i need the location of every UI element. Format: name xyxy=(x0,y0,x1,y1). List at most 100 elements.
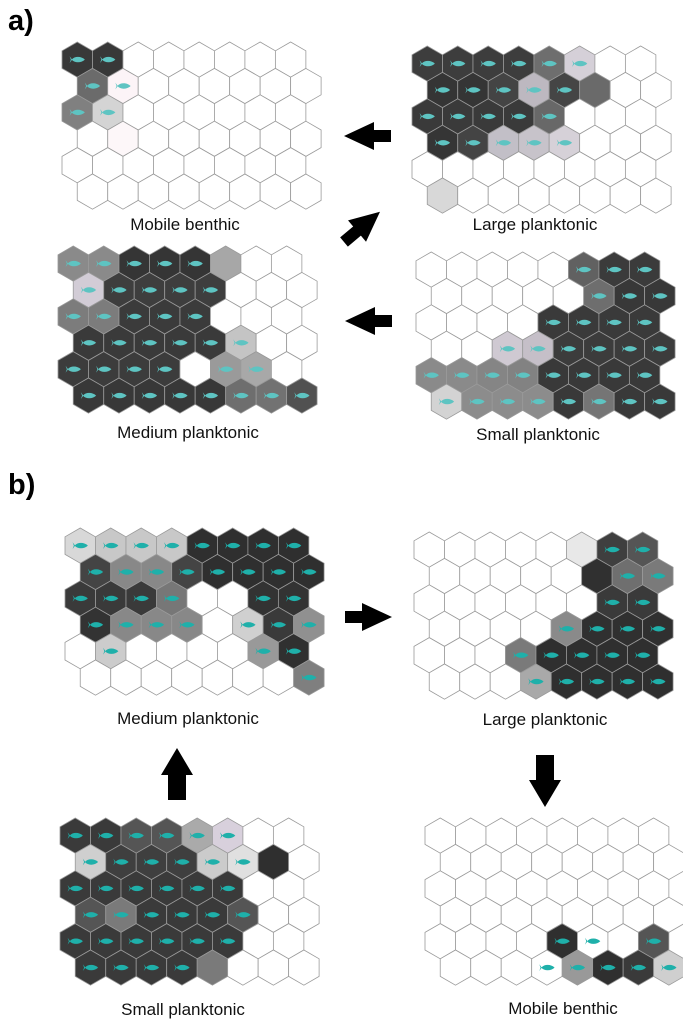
left-arrow-icon xyxy=(345,307,392,335)
fish-icon xyxy=(72,542,88,549)
fish-icon xyxy=(526,139,542,147)
fish-icon xyxy=(202,392,219,399)
fish-icon xyxy=(285,595,302,602)
fish-icon xyxy=(220,885,236,892)
fish-icon xyxy=(621,292,638,300)
fish-icon xyxy=(621,345,638,353)
map-caption: Medium planktonic xyxy=(117,709,259,728)
fish-icon xyxy=(589,625,605,633)
fish-icon xyxy=(103,542,119,549)
fish-icon xyxy=(285,647,302,655)
fish-icon xyxy=(526,86,542,94)
fish-icon xyxy=(111,286,127,294)
fish-icon xyxy=(556,86,573,94)
fish-icon xyxy=(576,319,592,326)
fish-icon xyxy=(636,371,653,379)
fish-icon xyxy=(585,937,601,945)
fish-icon xyxy=(438,398,455,405)
fish-icon xyxy=(174,911,190,919)
fish-icon xyxy=(233,339,249,347)
fish-icon xyxy=(569,964,586,971)
fish-icon xyxy=(619,625,636,633)
fish-icon xyxy=(98,885,114,892)
fish-icon xyxy=(480,113,496,120)
fish-icon xyxy=(558,678,575,685)
a-arrow-small-to-medium xyxy=(345,307,392,335)
map-caption: Small planktonic xyxy=(121,1000,245,1019)
fish-icon xyxy=(141,339,158,347)
b-arrow-small-to-medium xyxy=(161,748,193,800)
fish-icon xyxy=(294,392,310,399)
fish-icon xyxy=(96,365,112,373)
fish-icon xyxy=(157,260,173,267)
fish-icon xyxy=(556,139,573,147)
fish-icon xyxy=(419,113,435,120)
fish-icon xyxy=(172,286,188,294)
fish-icon xyxy=(423,371,439,379)
fish-icon xyxy=(220,832,236,839)
fish-icon xyxy=(419,60,435,67)
fish-icon xyxy=(636,266,653,273)
fish-icon xyxy=(159,937,175,945)
fish-icon xyxy=(172,392,188,399)
left-arrow-icon xyxy=(344,122,391,150)
fish-icon xyxy=(604,599,620,606)
hex-cell xyxy=(290,173,322,210)
map-a-medium-planktonic: Medium planktonic xyxy=(57,245,318,442)
fish-icon xyxy=(115,82,131,90)
fish-icon xyxy=(187,260,203,267)
panel-label-a: a) xyxy=(8,5,34,37)
fish-icon xyxy=(143,858,160,866)
fish-icon xyxy=(118,621,134,629)
fish-icon xyxy=(69,109,85,116)
fish-icon xyxy=(515,371,531,379)
fish-icon xyxy=(143,964,160,971)
fish-icon xyxy=(87,621,104,629)
fish-icon xyxy=(220,937,236,945)
fish-icon xyxy=(143,911,160,919)
fish-icon xyxy=(661,964,677,971)
fish-icon xyxy=(606,371,622,379)
fish-icon xyxy=(96,260,112,267)
map-caption: Small planktonic xyxy=(476,425,600,444)
fish-icon xyxy=(484,371,500,379)
down-arrow-icon xyxy=(529,755,561,807)
fish-icon xyxy=(558,625,575,633)
fish-icon xyxy=(80,286,97,294)
fish-icon xyxy=(65,313,81,320)
fish-icon xyxy=(67,885,83,892)
map-b-small-planktonic: Small planktonic xyxy=(59,817,320,1019)
b-arrow-medium-to-large xyxy=(345,603,392,631)
fish-icon xyxy=(530,398,546,405)
fish-icon xyxy=(469,398,485,405)
fish-icon xyxy=(270,568,287,576)
fish-icon xyxy=(591,345,607,353)
fish-icon xyxy=(118,568,134,576)
fish-icon xyxy=(652,292,668,300)
fish-icon xyxy=(209,568,226,576)
fish-icon xyxy=(255,542,271,549)
fish-icon xyxy=(111,392,127,399)
fish-icon xyxy=(301,621,317,629)
fish-icon xyxy=(541,113,557,120)
fish-icon xyxy=(65,260,81,267)
fish-icon xyxy=(111,339,127,347)
fish-icon xyxy=(511,113,527,120)
a-arrow-up-right xyxy=(340,211,381,247)
map-caption: Large planktonic xyxy=(483,710,608,729)
hex-grid xyxy=(59,817,320,986)
fish-icon xyxy=(148,621,165,629)
fish-icon xyxy=(172,339,188,347)
fish-icon xyxy=(560,345,577,353)
fish-icon xyxy=(133,595,149,602)
fish-icon xyxy=(128,832,144,839)
fish-icon xyxy=(634,599,651,606)
fish-icon xyxy=(634,546,651,553)
fish-icon xyxy=(126,365,142,373)
fish-icon xyxy=(133,542,149,549)
fish-icon xyxy=(636,319,653,326)
map-caption: Mobile benthic xyxy=(508,999,618,1018)
fish-icon xyxy=(606,319,622,326)
fish-icon xyxy=(539,964,555,971)
fish-icon xyxy=(545,371,561,379)
